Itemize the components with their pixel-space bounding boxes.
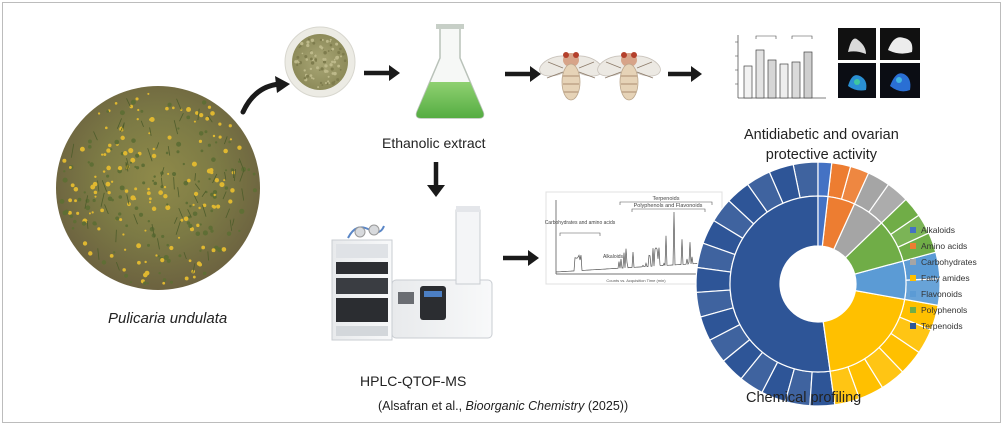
legend-item: Fatty amides xyxy=(910,270,977,286)
arrow-extract-to-hplc xyxy=(427,162,445,197)
activity-label-line-2: protective activity xyxy=(765,147,877,163)
instrument-label: HPLC-QTOF-MS xyxy=(360,373,467,389)
legend-label: Fatty amides xyxy=(921,273,970,283)
arrow-hplc-to-chromatogram xyxy=(503,250,539,266)
chromatogram-annotation: Alkaloids xyxy=(603,254,624,260)
legend-item: Terpenoids xyxy=(910,318,977,334)
citation-prefix: (Alsafran et al., xyxy=(378,399,466,413)
legend-swatch xyxy=(910,275,916,281)
legend-swatch xyxy=(910,243,916,249)
chromatogram-x-axis-label: Counts vs. Acquisition Time (min) xyxy=(606,278,666,283)
sunburst-inner-segment xyxy=(821,195,856,251)
arrow-flask-to-flies xyxy=(505,66,541,82)
legend-label: Alkaloids xyxy=(921,225,956,235)
sunburst-outer-segment xyxy=(695,266,732,294)
chemical-profiling-sunburst: Terpenoids xyxy=(695,161,941,407)
chromatogram-annotation: Carbohydrates and amino acids xyxy=(545,220,616,226)
legend-label: Terpenoids xyxy=(921,321,963,331)
plant-photo xyxy=(56,86,260,290)
chemical-profiling-label: Chemical profiling xyxy=(746,390,862,406)
legend-label: Flavonoids xyxy=(921,289,963,299)
chromatogram: Terpenoids Polyphenols and Flavonoids Ca… xyxy=(545,191,723,285)
citation-journal: Bioorganic Chemistry xyxy=(465,399,585,413)
legend-item: Alkaloids xyxy=(910,222,977,238)
legend-swatch xyxy=(910,307,916,313)
legend-item: Flavonoids xyxy=(910,286,977,302)
legend-item: Carbohydrates xyxy=(910,254,977,270)
legend-swatch xyxy=(910,323,916,329)
curved-arrow xyxy=(240,76,290,115)
sunburst-center-label: Terpenoids xyxy=(812,261,825,291)
legend-label: Amino acids xyxy=(921,241,968,251)
fruit-fly-icon-2 xyxy=(597,52,661,101)
chromatogram-annotation: Terpenoids xyxy=(653,196,680,202)
arrow-flies-to-activity xyxy=(668,66,702,82)
citation-suffix: (2025)) xyxy=(584,399,629,413)
ovary-microscopy-images xyxy=(838,28,920,98)
sunburst-inner-segment xyxy=(844,222,904,275)
chromatogram-annotation: Polyphenols and Flavonoids xyxy=(634,203,703,209)
citation: (Alsafran et al., Bioorganic Chemistry (… xyxy=(378,399,628,413)
activity-bar-chart-thumbnail xyxy=(735,35,826,99)
activity-label: Antidiabetic and ovarian protective acti… xyxy=(744,125,899,165)
sunburst-inner-segment xyxy=(817,195,829,247)
legend-swatch xyxy=(910,227,916,233)
legend-swatch xyxy=(910,259,916,265)
sunburst-inner-segment xyxy=(729,195,831,373)
arrow-powder-to-flask xyxy=(364,65,400,81)
activity-label-line-1: Antidiabetic and ovarian xyxy=(744,127,899,143)
legend-item: Amino acids xyxy=(910,238,977,254)
sunburst-inner-segment xyxy=(822,289,906,372)
extract-label: Ethanolic extract xyxy=(382,135,486,151)
legend-swatch xyxy=(910,291,916,297)
powder-dish-image xyxy=(284,26,356,98)
legend-label: Carbohydrates xyxy=(921,257,977,267)
legend-item: Polyphenols xyxy=(910,302,977,318)
flask-icon xyxy=(415,24,485,119)
sunburst-inner-segment xyxy=(832,203,883,259)
plant-name-label: Pulicaria undulata xyxy=(108,310,228,327)
legend-label: Polyphenols xyxy=(921,305,968,315)
fruit-fly-icon-1 xyxy=(539,52,603,101)
hplc-instrument-image xyxy=(331,206,493,341)
